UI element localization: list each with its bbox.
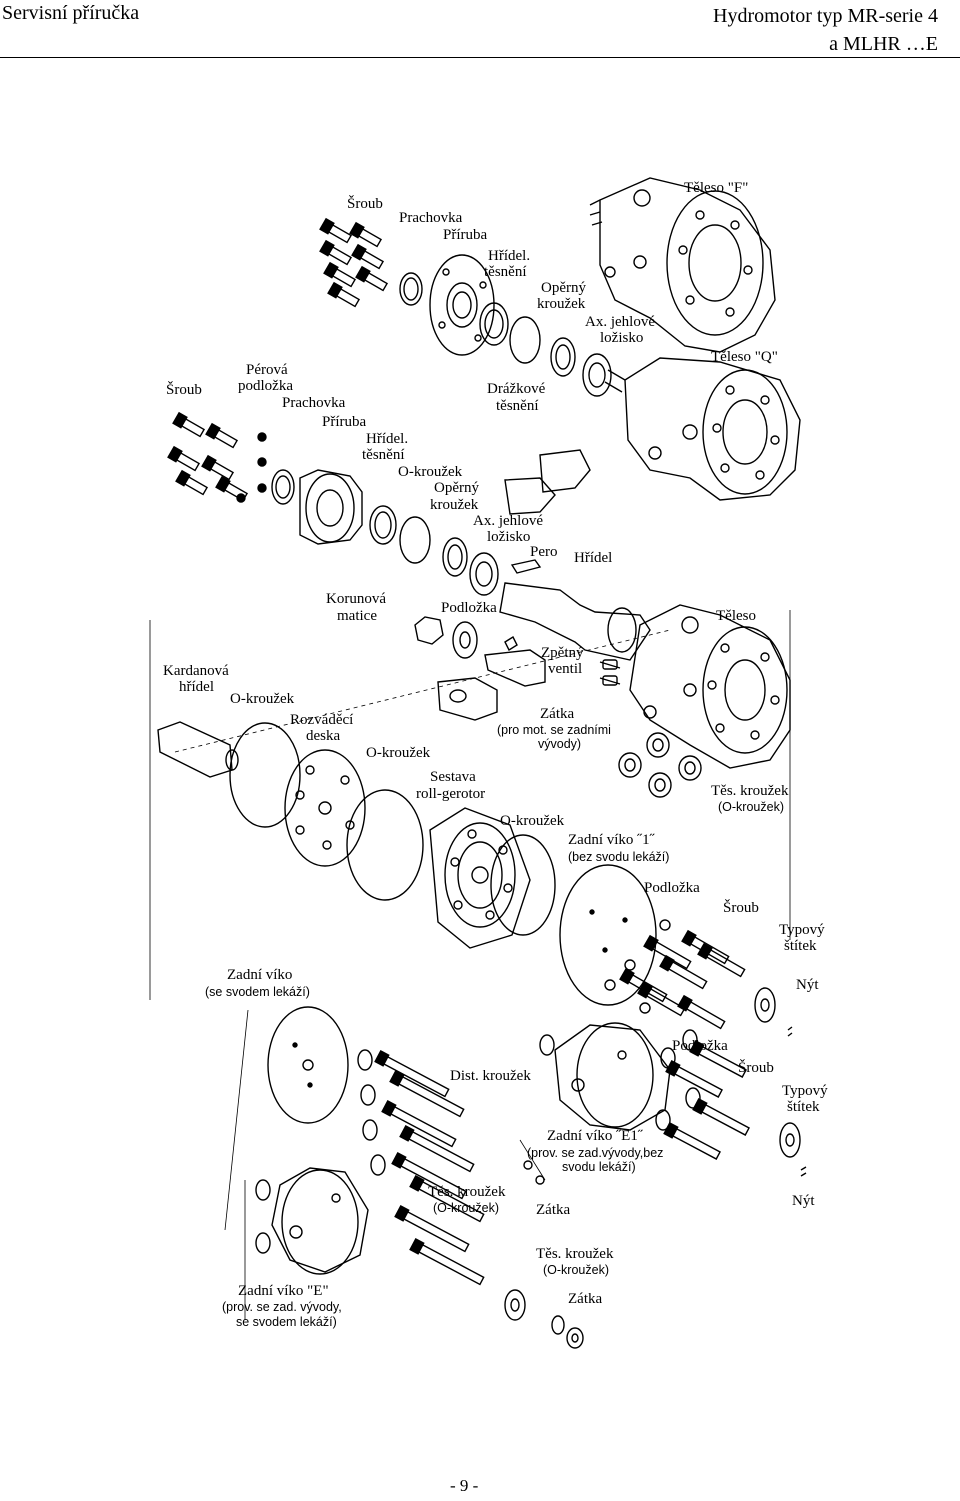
label-rear-cover-e1: Zadní víko ˝E1˝	[547, 1128, 643, 1144]
label-spacer-ring: Dist. kroužek	[450, 1068, 531, 1084]
label-rivet-2: Nýt	[792, 1193, 815, 1209]
label-gerotor-1: Sestava	[430, 769, 476, 785]
header-product-line2: a MLHR …E	[829, 33, 938, 55]
label-cardan-shaft-1: Kardanová	[163, 663, 229, 679]
label-flange-top: Příruba	[443, 227, 488, 243]
label-sealing-ring-e: Těs. kroužek	[428, 1184, 506, 1200]
label-nameplate-2a: Typový	[782, 1083, 828, 1099]
label-rear-cover-e-note-2: se svodem lekáží)	[236, 1315, 337, 1329]
label-nameplate-1a: Typový	[779, 922, 825, 938]
label-washer-mid: Podložka	[441, 600, 497, 616]
label-shaft-seal-top-2: těsnění	[484, 264, 527, 280]
header-product-title: Hydromotor typ MR-serie 4 a MLHR …E	[713, 2, 938, 58]
label-nameplate-1b: štítek	[784, 938, 817, 954]
label-sealing-ring-e-note: (O-kroužek)	[433, 1201, 499, 1215]
label-sealing-ring-e1-note: (O-kroužek)	[543, 1263, 609, 1277]
label-housing-f: Těleso "F"	[684, 180, 749, 196]
label-nameplate-2b: štítek	[787, 1099, 820, 1115]
label-o-ring-valve-plate: O-kroužek	[366, 745, 431, 761]
label-screw-right: Šroub	[723, 900, 759, 916]
label-needle-bearing-left-2: ložisko	[487, 529, 531, 545]
label-plug-mid: Zátka	[540, 706, 575, 722]
label-rear-cover-e-note-1: (prov. se zad. vývody,	[222, 1300, 342, 1314]
label-check-valve-2: ventil	[548, 661, 583, 677]
header-product-line1: Hydromotor typ MR-serie 4	[713, 5, 938, 27]
gerotor-group	[149, 604, 791, 1006]
rear-cover-drain-group	[224, 1006, 485, 1286]
label-rear-cover-e1-note-1: (prov. se zad.vývody,bez	[527, 1146, 664, 1160]
rear-cover-e-group	[244, 1167, 584, 1349]
label-needle-bearing-top-1: Ax. jehlové	[585, 314, 655, 330]
label-sealing-ring-right-note: (O-kroužek)	[718, 800, 784, 814]
label-shaft-seal-left-1: Hřídel.	[366, 431, 409, 447]
label-rear-cover-e: Zadní víko "E"	[238, 1283, 329, 1299]
label-washer-right: Podložka	[644, 880, 700, 896]
label-dust-seal-top: Prachovka	[399, 210, 463, 226]
label-rear-cover-e1-note-2: svodu lekáží)	[562, 1160, 636, 1174]
label-cardan-shaft-2: hřídel	[179, 679, 214, 695]
label-housing-q: Těleso "Q"	[711, 349, 778, 365]
label-dust-seal-left: Prachovka	[282, 395, 346, 411]
label-washer-e1: Podložka	[672, 1038, 728, 1054]
label-sealing-ring-e1: Těs. kroužek	[536, 1246, 614, 1262]
label-o-ring-cardan: O-kroužek	[230, 691, 295, 707]
label-needle-bearing-top-2: ložisko	[600, 330, 644, 346]
label-check-valve-1: Zpětný	[541, 645, 584, 661]
label-spring-washer-1: Pérová	[246, 362, 288, 378]
label-spline-seal-1: Drážkové	[487, 381, 546, 397]
label-plug-mid-note-1: (pro mot. se zadními	[497, 723, 611, 737]
label-plug-e1-b: Zátka	[568, 1291, 603, 1307]
label-spline-seal-2: těsnění	[496, 398, 539, 414]
label-valve-plate-2: deska	[306, 728, 341, 744]
label-thrust-ring-top-1: Opěrný	[541, 280, 586, 296]
label-gerotor-2: roll-gerotor	[416, 786, 486, 802]
label-needle-bearing-left-1: Ax. jehlové	[473, 513, 543, 529]
screws-top	[319, 217, 389, 308]
label-plug-e1: Zátka	[536, 1202, 571, 1218]
label-spring-washer-2: podložka	[238, 378, 293, 394]
label-rear-cover-drain: Zadní víko	[227, 967, 293, 983]
label-flange-left: Příruba	[322, 414, 367, 430]
label-shaft-seal-top-1: Hřídel.	[488, 248, 531, 264]
label-screw-left: Šroub	[166, 382, 202, 398]
label-castle-nut-1: Korunová	[326, 591, 386, 607]
label-castle-nut-2: matice	[337, 608, 377, 624]
label-screw-e1: Šroub	[738, 1060, 774, 1076]
label-key: Pero	[530, 544, 558, 560]
label-housing: Těleso	[716, 608, 756, 624]
label-screw-top: Šroub	[347, 196, 383, 212]
label-rear-cover-drain-note: (se svodem lekáží)	[205, 985, 310, 999]
flange-group-top	[319, 177, 776, 397]
label-thrust-ring-top-2: kroužek	[537, 296, 586, 312]
label-shaft-seal-left-2: těsnění	[362, 447, 405, 463]
label-sealing-ring-right: Těs. kroužek	[711, 783, 789, 799]
label-shaft: Hřídel	[574, 550, 613, 566]
label-thrust-ring-left-2: kroužek	[430, 497, 479, 513]
screws-right	[604, 919, 793, 1037]
label-rivet-1: Nýt	[796, 977, 819, 993]
flange-group-q	[167, 357, 801, 661]
page-number: - 9 -	[450, 1476, 479, 1495]
rear-cover-e1-group	[519, 1022, 807, 1185]
label-plug-mid-note-2: vývody)	[538, 737, 582, 751]
header-manual-title: Servisní příručka	[2, 2, 140, 24]
label-o-ring-gerotor: O-kroužek	[500, 813, 565, 829]
label-valve-plate-1: Rozváděcí	[290, 712, 354, 728]
header-rule	[0, 57, 960, 58]
screws-left	[167, 411, 249, 502]
label-thrust-ring-left-1: Opěrný	[434, 480, 479, 496]
label-o-ring-left: O-kroužek	[398, 464, 463, 480]
label-rear-cover-1: Zadní víko ˝1˝	[568, 832, 655, 848]
label-rear-cover-1-note: (bez svodu lekáží)	[568, 850, 670, 864]
